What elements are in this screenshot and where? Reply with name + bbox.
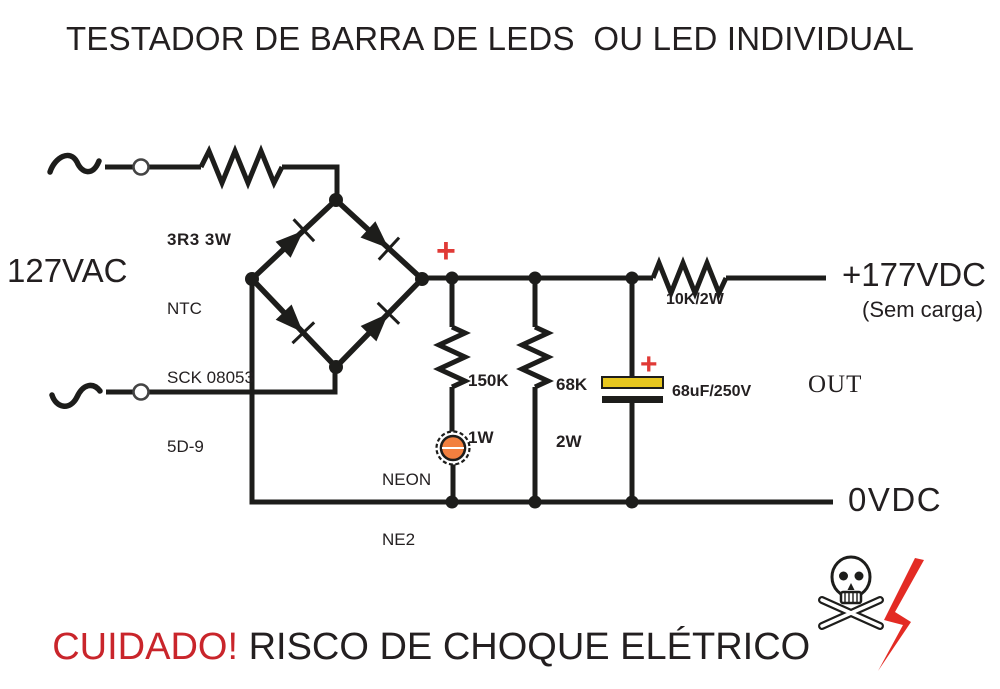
- dc-plus-sign: +: [436, 232, 456, 270]
- wires: [105, 144, 833, 505]
- warning-text: CUIDADO! RISCO DE CHOQUE ELÉTRICO: [10, 586, 810, 689]
- neon-label: NEON NE2: [382, 430, 431, 590]
- neon-name: NEON: [382, 470, 432, 489]
- bridge-rectifier: [275, 218, 401, 345]
- ntc-label: 3R3 3W NTC SCK 08053 5D-9: [167, 182, 254, 504]
- ground-label: 0VDC: [848, 481, 943, 518]
- capacitor-plus-sign: +: [640, 348, 658, 381]
- resistor-68k-power: 2W: [556, 432, 582, 451]
- resistor-68k-label: 68K 2W: [556, 337, 587, 489]
- wire-ntc-to-bridge: [282, 164, 340, 203]
- ntc-part: SCK 08053: [167, 368, 254, 387]
- ntc-value: 3R3 3W: [167, 230, 232, 249]
- junction-dots: [245, 193, 639, 509]
- resistor-10k-label: 10K/2W: [666, 291, 724, 308]
- output-voltage-label: +177VDC: [842, 256, 987, 293]
- neon-lamp: [435, 430, 471, 466]
- ac-wave-icon-bottom: [49, 382, 103, 409]
- resistor-150k: [433, 324, 471, 390]
- wire-ac-bottom: [106, 370, 338, 395]
- terminal-bottom: [132, 383, 150, 401]
- ntc-type: NTC: [167, 299, 202, 318]
- page-title: TESTADOR DE BARRA DE LEDS OU LED INDIVID…: [66, 20, 915, 57]
- diode-bottom-left: [275, 304, 316, 345]
- resistor-10k: [650, 256, 729, 300]
- warning-attention: CUIDADO!: [52, 626, 239, 669]
- resistor-150k-label: 150K 1W: [468, 333, 509, 485]
- out-label: OUT: [808, 371, 863, 398]
- ntc-model: 5D-9: [167, 437, 204, 456]
- ground-rail: [249, 279, 833, 505]
- terminal-top: [132, 158, 150, 176]
- lightning-bolt-icon: [878, 558, 924, 671]
- skull-crossbones-icon: [818, 555, 884, 630]
- diode-bottom-right: [360, 301, 401, 342]
- resistor-68k: [516, 324, 554, 390]
- diode-top-left: [275, 218, 316, 258]
- ac-wave-icon-top: [47, 152, 102, 175]
- capacitor-68uf: [601, 376, 664, 403]
- resistor-68k-value: 68K: [556, 375, 588, 394]
- input-voltage-label: 127VAC: [7, 252, 128, 289]
- ntc-resistor: [198, 144, 285, 190]
- neon-type: NE2: [382, 530, 416, 549]
- resistor-150k-power: 1W: [468, 428, 494, 447]
- diode-top-right: [360, 221, 401, 261]
- output-note-label: (Sem carga): [862, 297, 984, 322]
- capacitor-label: 68uF/250V: [672, 383, 752, 400]
- resistor-150k-value: 150K: [468, 371, 509, 390]
- warning-message: RISCO DE CHOQUE ELÉTRICO: [238, 626, 811, 669]
